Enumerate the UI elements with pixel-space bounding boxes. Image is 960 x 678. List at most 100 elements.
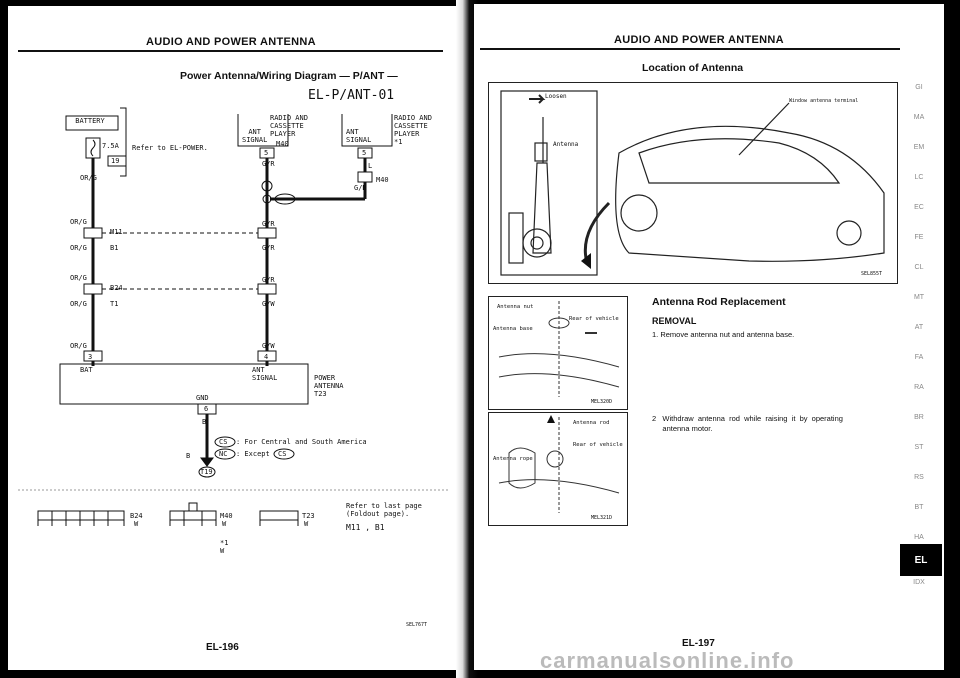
antenna-nut-figure: Antenna nut Antenna base Rear of vehicle…	[488, 296, 628, 410]
rear-of-vehicle-label-1: Rear of vehicle	[569, 316, 619, 322]
wire-color-b-1: B	[202, 418, 207, 426]
radio-player-1: RADIO AND CASSETTE PLAYER	[270, 114, 308, 138]
removal-step-2: 2 Withdraw antenna rod while raising it …	[652, 414, 843, 433]
ant-signal-pin: 4	[264, 353, 269, 361]
side-index-idx[interactable]: IDX	[913, 579, 925, 586]
loosen-label: Loosen	[545, 93, 567, 100]
side-index-ra[interactable]: RA	[914, 384, 924, 391]
legend-except-code: CS	[278, 450, 287, 458]
antenna-label: Antenna	[553, 141, 579, 148]
antenna-rod-figure: Antenna rod Rear of vehicle Antenna rope…	[488, 412, 628, 526]
wire-color-or-g-3: OR/G	[70, 244, 87, 252]
antenna-base-label: Antenna base	[493, 326, 533, 332]
footer-connector-b24: B24	[130, 512, 143, 520]
wire-color-or-g-4: OR/G	[70, 274, 87, 282]
left-figure-code: SEL767T	[406, 622, 428, 628]
right-page-number: EL-197	[682, 638, 715, 649]
connector-b1: B1	[110, 244, 119, 252]
legend-except: : Except	[236, 450, 270, 458]
ant-signal-1: ANT SIGNAL	[242, 128, 268, 144]
antenna-rod-illustration	[498, 415, 620, 513]
radio1-pin: 5	[264, 149, 269, 157]
left-page: AUDIO AND POWER ANTENNA Power Antenna/Wi…	[8, 6, 460, 670]
right-page: AUDIO AND POWER ANTENNA Location of Ante…	[474, 4, 944, 670]
ground-connector-t19: T19	[200, 468, 213, 476]
footer-wire-w4: *1 W	[220, 539, 229, 555]
footer-wire-w2: W	[222, 520, 227, 528]
side-index-em[interactable]: EM	[913, 144, 925, 151]
power-antenna-connector: T23	[314, 390, 327, 398]
fuse-amp: 7.5A	[102, 142, 119, 150]
side-index-at[interactable]: AT	[914, 324, 924, 331]
antenna-rope-label: Antenna rope	[493, 456, 533, 462]
footer-wire-w3: W	[304, 520, 309, 528]
footer-connector-m40: M40	[220, 512, 233, 520]
battery-label: BATTERY	[75, 117, 105, 125]
ant-signal-2: ANT SIGNAL	[346, 128, 372, 144]
radio-player-2: RADIO AND CASSETTE PLAYER *1	[394, 114, 432, 146]
legend-cs-code: CS	[219, 438, 228, 446]
section-tab-el[interactable]: EL	[900, 544, 942, 576]
antenna-nut-illustration	[498, 301, 620, 397]
legend-central-south-america: : For Central and South America	[236, 438, 367, 446]
side-index-ec[interactable]: EC	[914, 204, 924, 211]
radio2-pin: 5	[362, 149, 367, 157]
left-page-number: EL-196	[206, 642, 239, 653]
footer-wire-w1: W	[134, 520, 139, 528]
refer-el-power: Refer to EL-POWER.	[132, 144, 208, 152]
wire-color-or-g-6: OR/G	[70, 342, 87, 350]
removal-step-1: 1. Remove antenna nut and antenna base.	[652, 330, 795, 339]
wire-color-g-r-3: G/R	[262, 220, 275, 228]
wire-color-g-w-2: G/W	[262, 342, 275, 350]
antenna-location-figure: Loosen Antenna Window antenna terminal S…	[488, 82, 898, 284]
power-antenna-label: POWER ANTENNA	[314, 374, 344, 390]
footer-refer-foldout: Refer to last page (Foldout page).	[346, 502, 422, 518]
figure2-code: MEL320D	[591, 399, 613, 405]
side-index-br[interactable]: BR	[914, 414, 924, 421]
removal-heading: REMOVAL	[652, 316, 697, 326]
bat-label: BAT	[80, 366, 93, 374]
side-index-lc[interactable]: LC	[914, 174, 924, 181]
connector-m11: M11	[110, 228, 123, 236]
rod-replacement-title: Antenna Rod Replacement	[652, 296, 786, 308]
antenna-rod-label: Antenna rod	[573, 420, 610, 426]
car-illustration	[500, 90, 885, 276]
side-index-ha[interactable]: HA	[914, 534, 924, 541]
watermark: carmanualsonline.info	[540, 648, 795, 673]
side-index-fe[interactable]: FE	[914, 234, 924, 241]
wire-color-g-r-2: G/R	[354, 184, 367, 192]
wire-color-g-r-1: G/R	[262, 160, 275, 168]
header-rule	[18, 50, 443, 52]
figure3-code: MEL321D	[591, 515, 613, 521]
wire-color-b-2: B	[186, 452, 191, 460]
antenna-nut-label: Antenna nut	[497, 304, 534, 310]
location-title: Location of Antenna	[642, 62, 744, 74]
side-index-gi[interactable]: GI	[915, 84, 923, 91]
side-index-mt[interactable]: MT	[913, 294, 925, 301]
rear-of-vehicle-label-2: Rear of vehicle	[573, 442, 623, 448]
wire-color-or-g-2: OR/G	[70, 218, 87, 226]
legend-ex-code: NC	[219, 450, 228, 458]
bat-pin: 3	[88, 353, 93, 361]
diagram-title: Power Antenna/Wiring Diagram — P/ANT —	[180, 70, 398, 82]
side-index-cl[interactable]: CL	[914, 264, 924, 271]
fuse-number: 19	[111, 157, 120, 165]
gnd-label: GND	[196, 394, 209, 402]
side-index-bt[interactable]: BT	[914, 504, 924, 511]
side-index-st[interactable]: ST	[914, 444, 924, 451]
connector-m40-top: M40	[376, 176, 389, 184]
radio1-connector: M40	[276, 140, 289, 148]
header-rule-right	[480, 48, 900, 50]
wire-color-or-g-5: OR/G	[70, 300, 87, 308]
footer-connector-list: M11 , B1	[346, 523, 385, 532]
right-page-header: AUDIO AND POWER ANTENNA	[614, 34, 784, 46]
side-index-ma[interactable]: MA	[913, 114, 925, 121]
side-index-fa[interactable]: FA	[914, 354, 924, 361]
wire-color-or-g-1: OR/G	[80, 174, 97, 182]
side-index-rs[interactable]: RS	[914, 474, 924, 481]
book-binding	[456, 0, 478, 678]
ant-signal-label: ANT SIGNAL	[252, 366, 278, 382]
wire-color-g-r-4: G/R	[262, 244, 275, 252]
connector-b24: B24	[110, 284, 123, 292]
connector-t1: T1	[110, 300, 119, 308]
